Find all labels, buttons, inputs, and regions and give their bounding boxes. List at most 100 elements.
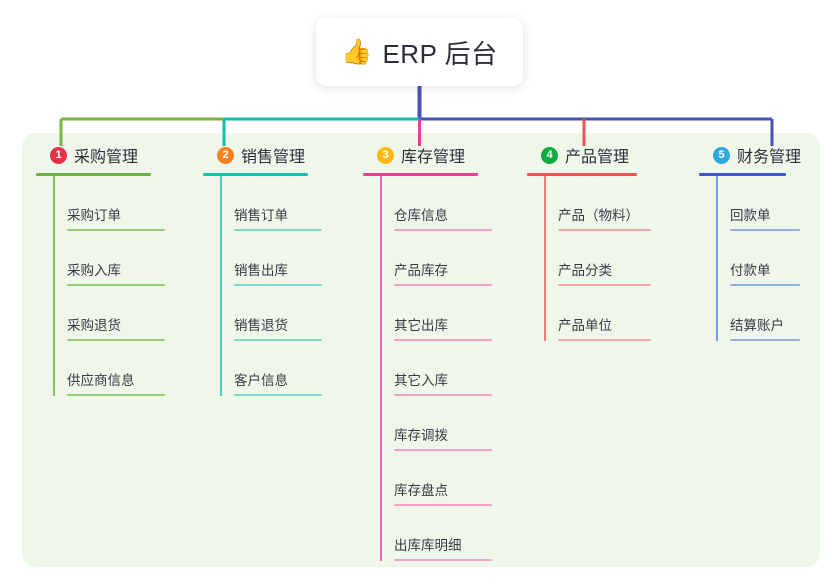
column-badge-2: 2 [217,146,234,164]
column-title-4: 产品管理 [565,149,630,166]
leaf-node-label: 回款单 [730,208,771,223]
column-5: 5 财务管理回款单付款单结算账户 [699,143,821,341]
leaf-node[interactable]: 销售出库 [220,231,343,286]
leaf-node-label: 客户信息 [234,373,288,388]
leaf-node-rule [730,339,800,341]
leaf-node[interactable]: 付款单 [716,231,821,286]
leaf-node-rule [394,339,492,341]
leaf-node-rule [394,504,492,506]
column-items-2: 销售订单销售出库销售退货客户信息 [203,176,343,396]
column-items-5: 回款单付款单结算账户 [699,176,821,341]
column-spine-3 [380,176,382,561]
leaf-node[interactable]: 采购入库 [53,231,186,286]
leaf-node-rule [394,394,492,396]
column-1: 1 采购管理采购订单采购入库采购退货供应商信息 [36,143,186,396]
leaf-node-label: 采购退货 [67,318,121,333]
leaf-node[interactable]: 产品库存 [380,231,513,286]
column-badge-3: 3 [377,146,394,164]
column-badge-5: 5 [713,146,730,164]
leaf-node-rule [234,394,322,396]
leaf-node[interactable]: 采购订单 [53,176,186,231]
leaf-node[interactable]: 仓库信息 [380,176,513,231]
column-title-2: 销售管理 [241,149,306,166]
leaf-node[interactable]: 供应商信息 [53,341,186,396]
leaf-node-rule [67,339,165,341]
leaf-node-label: 产品单位 [558,318,612,333]
column-title-1: 采购管理 [74,149,139,166]
leaf-node-rule [730,229,800,231]
column-header-rule-1 [36,173,151,176]
column-title-5: 财务管理 [737,149,802,166]
leaf-node-rule [558,284,651,286]
leaf-node-rule [67,229,165,231]
leaf-node[interactable]: 销售退货 [220,286,343,341]
leaf-node[interactable]: 销售订单 [220,176,343,231]
column-items-1: 采购订单采购入库采购退货供应商信息 [36,176,186,396]
diagram-panel [22,133,820,567]
leaf-node-label: 采购订单 [67,208,121,223]
column-items-3: 仓库信息产品库存其它出库其它入库库存调拨库存盘点出库库明细 [363,176,513,561]
leaf-node[interactable]: 客户信息 [220,341,343,396]
column-header-rule-3 [363,173,478,176]
column-spine-5 [716,176,718,341]
leaf-node-label: 其它出库 [394,318,448,333]
column-2: 2 销售管理销售订单销售出库销售退货客户信息 [203,143,343,396]
column-header-2[interactable]: 2 销售管理 [203,143,343,167]
column-spine-2 [220,176,222,396]
leaf-node-rule [394,284,492,286]
leaf-node-label: 仓库信息 [394,208,448,223]
leaf-node[interactable]: 结算账户 [716,286,821,341]
column-header-rule-2 [203,173,308,176]
leaf-node-label: 供应商信息 [67,373,135,388]
column-title-3: 库存管理 [401,149,466,166]
leaf-node[interactable]: 其它入库 [380,341,513,396]
leaf-node-label: 库存调拨 [394,428,448,443]
column-spine-4 [544,176,546,341]
leaf-node[interactable]: 出库库明细 [380,506,513,561]
leaf-node-rule [234,229,322,231]
column-4: 4 产品管理产品（物料） 产品分类产品单位 [527,143,672,341]
leaf-node-rule [67,394,165,396]
root-title: ERP 后台 [382,38,498,69]
column-header-4[interactable]: 4 产品管理 [527,143,672,167]
leaf-node[interactable]: 库存调拨 [380,396,513,451]
leaf-node[interactable]: 其它出库 [380,286,513,341]
leaf-node-label: 产品库存 [394,263,448,278]
leaf-node-label: 产品（物料） [558,208,639,223]
root-node[interactable]: 👍 ERP 后台 [316,18,523,86]
leaf-node-rule [234,284,322,286]
leaf-node-rule [394,559,492,561]
leaf-node[interactable]: 回款单 [716,176,821,231]
leaf-node[interactable]: 产品（物料） [544,176,672,231]
leaf-node-rule [730,284,800,286]
column-header-rule-5 [699,173,786,176]
leaf-node-label: 结算账户 [730,318,784,333]
column-badge-4: 4 [541,146,558,164]
leaf-node-label: 销售退货 [234,318,288,333]
leaf-node-label: 销售出库 [234,263,288,278]
leaf-node-label: 采购入库 [67,263,121,278]
column-items-4: 产品（物料） 产品分类产品单位 [527,176,672,341]
column-header-3[interactable]: 3 库存管理 [363,143,513,167]
leaf-node[interactable]: 库存盘点 [380,451,513,506]
leaf-node-label: 库存盘点 [394,483,448,498]
leaf-node-rule [394,229,492,231]
column-header-rule-4 [527,173,637,176]
leaf-node-rule [394,449,492,451]
column-badge-1: 1 [50,146,67,164]
leaf-node-label: 付款单 [730,263,771,278]
thumbs-up-icon: 👍 [341,37,373,66]
leaf-node[interactable]: 产品单位 [544,286,672,341]
leaf-node-rule [67,284,165,286]
leaf-node-label: 产品分类 [558,263,612,278]
leaf-node-rule [558,229,651,231]
leaf-node[interactable]: 采购退货 [53,286,186,341]
column-header-1[interactable]: 1 采购管理 [36,143,186,167]
leaf-node-label: 出库库明细 [394,538,462,553]
leaf-node-rule [558,339,651,341]
leaf-node[interactable]: 产品分类 [544,231,672,286]
column-header-5[interactable]: 5 财务管理 [699,143,821,167]
leaf-node-rule [234,339,322,341]
leaf-node-label: 销售订单 [234,208,288,223]
